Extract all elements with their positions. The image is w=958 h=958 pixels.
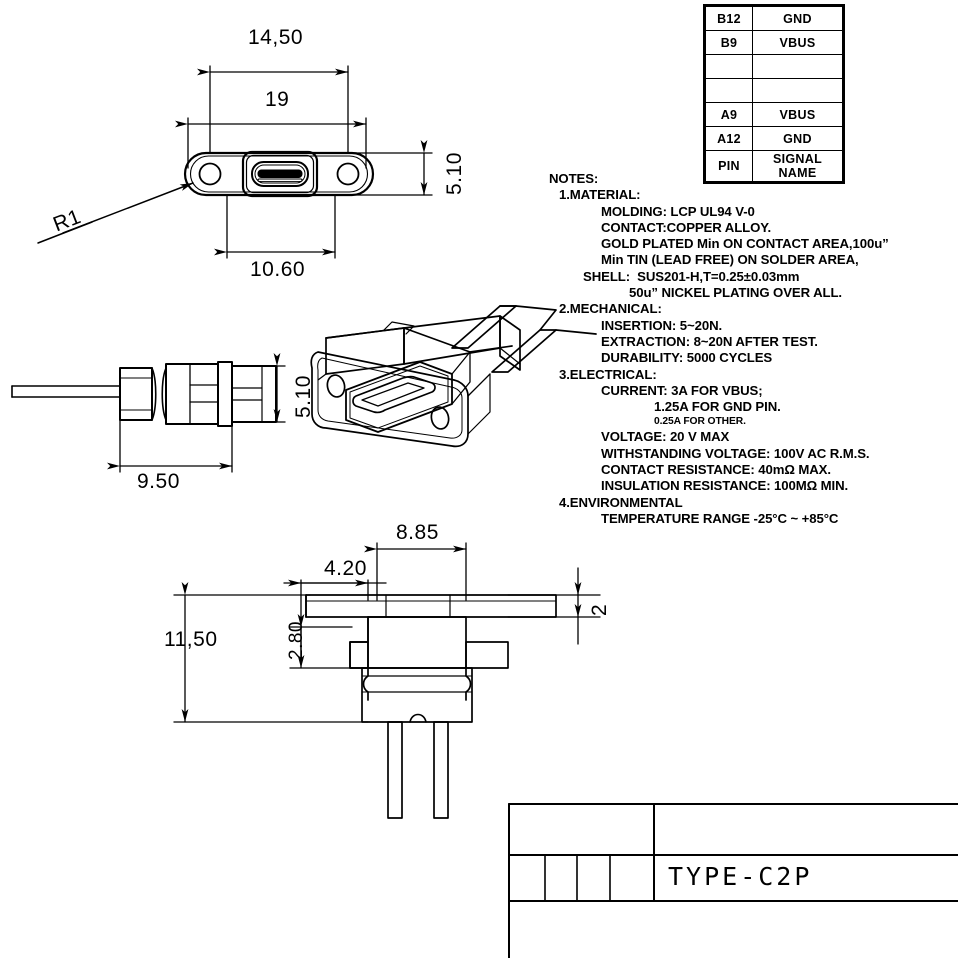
notes-line: CURRENT: 3A FOR VBUS; xyxy=(601,382,763,398)
dimension-2 xyxy=(507,567,601,645)
dimension-label-10-60: 10.60 xyxy=(250,258,306,281)
notes-line: MOLDING: LCP UL94 V-0 xyxy=(601,203,755,219)
notes-line: 1.25A FOR GND PIN. xyxy=(654,399,781,415)
pin-table-signal-cell xyxy=(752,78,843,103)
dimension-5-10-front xyxy=(351,140,433,196)
dimension-19 xyxy=(175,117,367,169)
dimension-label-5-10-front: 5.10 xyxy=(443,152,466,195)
dimension-label-9-50: 9.50 xyxy=(137,470,180,493)
title-block-frame xyxy=(508,803,958,958)
pin-table-pin-cell xyxy=(705,78,753,103)
notes-line: Min TIN (LEAD FREE) ON SOLDER AREA, xyxy=(601,252,859,268)
notes-line: TEMPERATURE RANGE -25°C ~ +85°C xyxy=(601,510,839,526)
dimension-label-5-10-side: 5.10 xyxy=(292,375,315,418)
notes-line: INSERTION: 5~20N. xyxy=(601,317,723,333)
dimension-label-4-20: 4.20 xyxy=(324,557,367,580)
dimension-2-80 xyxy=(289,614,353,669)
pin-table-pin-cell: A12 xyxy=(705,126,753,151)
radius-leader-r1 xyxy=(37,182,194,244)
notes-line: VOLTAGE: 20 V MAX xyxy=(601,429,730,445)
dimension-label-11-50: 11,50 xyxy=(164,628,218,651)
notes-line: 50u” NICKEL PLATING OVER ALL. xyxy=(629,285,842,301)
pin-table-row xyxy=(705,78,843,103)
pin-table-pin-cell xyxy=(705,54,753,79)
notes-heading: NOTES: xyxy=(549,171,599,186)
dimension-label-8-85: 8.85 xyxy=(396,521,439,544)
dimension-8-85 xyxy=(364,542,467,601)
dimension-label-19: 19 xyxy=(265,88,290,111)
side-view-geometry xyxy=(11,361,277,427)
notes-line: 3.ELECTRICAL: xyxy=(559,366,657,382)
bottom-view-geometry xyxy=(305,594,557,819)
notes-line: GOLD PLATED Min ON CONTACT AREA,100u” xyxy=(601,236,889,252)
notes-line: 0.25A FOR OTHER. xyxy=(654,416,746,428)
isometric-view-geometry xyxy=(310,305,597,448)
notes-line: CONTACT:COPPER ALLOY. xyxy=(601,219,772,235)
pin-table-signal-cell: VBUS xyxy=(752,102,843,127)
dimension-label-2: 2 xyxy=(588,603,611,616)
pin-table-signal-cell: GND xyxy=(752,6,843,31)
dimension-5-10-side xyxy=(231,353,286,423)
notes-line: 4.ENVIRONMENTAL xyxy=(559,494,683,510)
pin-table-pin-cell: B9 xyxy=(705,30,753,55)
pin-table-row xyxy=(705,54,843,79)
pin-table-pin-cell: B12 xyxy=(705,6,753,31)
notes-line: INSULATION RESISTANCE: 100MΩ MIN. xyxy=(601,478,849,494)
notes-line: CONTACT RESISTANCE: 40mΩ MAX. xyxy=(601,462,831,478)
dimension-10-60 xyxy=(214,195,336,259)
dimension-11-50 xyxy=(173,582,369,723)
pin-table-signal-cell xyxy=(752,54,843,79)
title-block-part-number: TYPE-C2P xyxy=(668,862,813,891)
dimension-14-50 xyxy=(197,65,349,153)
pin-table-signal-cell: VBUS xyxy=(752,30,843,55)
dimension-label-2-80: 2.80 xyxy=(286,621,307,660)
notes-line: 2.MECHANICAL: xyxy=(559,301,662,317)
pin-table-header-signal: SIGNAL NAME xyxy=(752,150,843,182)
notes-line: SHELL: SUS201-H,T=0.25±0.03mm xyxy=(583,268,800,284)
notes-line: WITHSTANDING VOLTAGE: 100V AC R.M.S. xyxy=(601,445,870,461)
pin-table-header-pin: PIN xyxy=(705,150,753,182)
dimension-label-14-50: 14,50 xyxy=(248,26,304,49)
pin-table-signal-cell: GND xyxy=(752,126,843,151)
notes-line: DURABILITY: 5000 CYCLES xyxy=(601,350,773,366)
pin-table-pin-cell: A9 xyxy=(705,102,753,127)
front-view-geometry xyxy=(183,150,375,198)
notes-line: EXTRACTION: 8~20N AFTER TEST. xyxy=(601,333,818,349)
dimension-9-50 xyxy=(107,419,233,473)
notes-line: 1.MATERIAL: xyxy=(559,187,641,203)
